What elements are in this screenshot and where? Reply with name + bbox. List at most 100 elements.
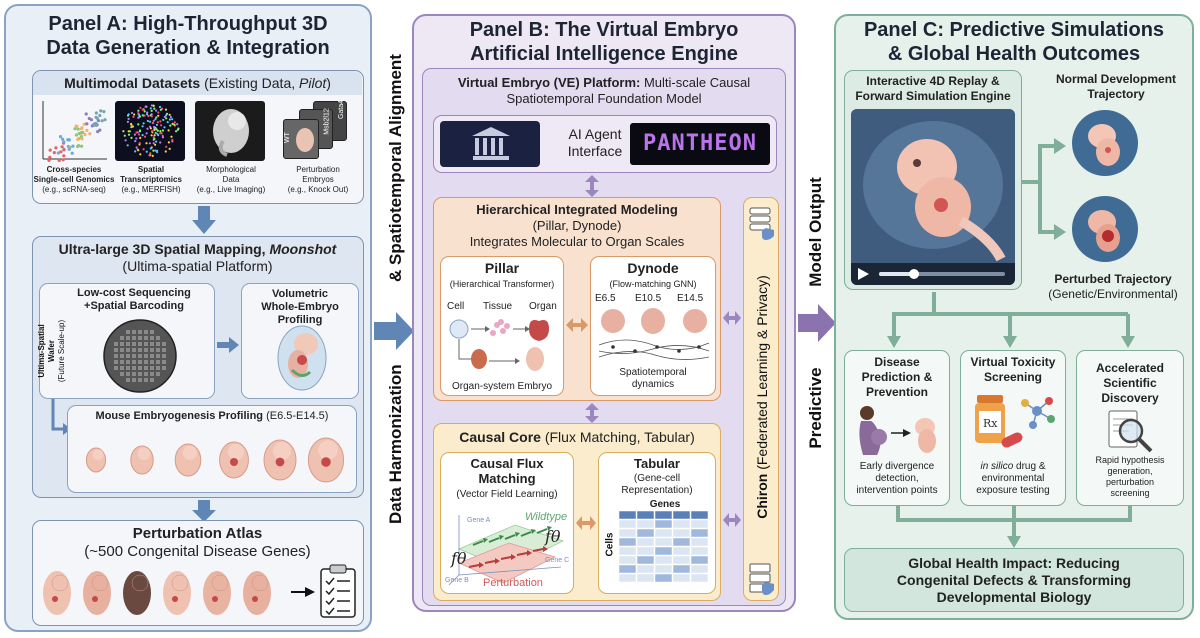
perturbation-embryo-cards: Gata4 Msb2l12 WT <box>277 100 357 163</box>
ai-agent-box: AI Agent Interface PANTHEON <box>433 115 777 173</box>
scatter-dot <box>79 131 83 135</box>
wafer-tile <box>138 366 142 370</box>
wafer-tile <box>156 354 160 358</box>
spatial-dot <box>159 141 162 144</box>
vector-field-plot <box>448 515 565 586</box>
scatter-dot <box>62 140 66 144</box>
table-cell <box>636 573 655 583</box>
spatial-dot <box>142 122 145 125</box>
dynode-dynamics-icon <box>598 308 710 360</box>
wafer-tile <box>126 372 130 376</box>
spatial-dot <box>146 113 149 116</box>
spatial-dot <box>126 120 129 123</box>
scatter-dot <box>76 144 80 149</box>
table-cell <box>654 528 673 538</box>
spatial-dot <box>146 111 149 114</box>
perturbed-embryo-head <box>211 574 229 592</box>
replay-engine-title: Interactive 4D Replay & Forward Simulati… <box>855 74 1011 103</box>
perturbed-embryo-head <box>171 574 189 592</box>
horizontal-double-arrow-icon <box>566 318 588 332</box>
wafer-tile <box>150 366 154 370</box>
wafer-tile <box>132 336 136 340</box>
spatial-dot <box>131 125 134 128</box>
wildtype-vector-head <box>499 535 504 540</box>
table-cell <box>672 555 691 565</box>
spatial-dot <box>155 140 158 143</box>
wafer-tile <box>114 360 118 364</box>
panel-c: Panel C: Predictive Simulations & Global… <box>834 14 1194 620</box>
connector-bc-top-label: Model Output <box>806 177 825 287</box>
spatial-dot <box>170 135 173 138</box>
wildtype-vector <box>488 537 500 543</box>
cells-label: Cells <box>604 532 616 557</box>
spatial-dot <box>173 121 176 124</box>
spatial-dot <box>152 142 155 145</box>
scatter-dot <box>80 144 84 148</box>
play-icon[interactable] <box>857 268 869 280</box>
dataset-label-perturbation: Perturbation Embryos (e.g., Knock Out) <box>287 165 349 194</box>
wafer-tile <box>120 354 124 358</box>
spatial-mapping-box: Ultra-large 3D Spatial Mapping, Moonshot… <box>32 236 364 498</box>
spatial-dot <box>148 154 151 157</box>
wafer-tile <box>150 372 154 376</box>
scatter-dot <box>58 135 63 139</box>
wafer-tile <box>120 336 124 340</box>
tabular-box: Tabular (Gene-cell Representation) Genes… <box>598 452 716 594</box>
spatial-dot <box>167 129 170 132</box>
table-cell <box>654 546 673 556</box>
progress-knob[interactable] <box>909 269 919 279</box>
spatial-dot <box>130 136 133 139</box>
table-cell <box>672 546 691 556</box>
table-cell <box>690 573 709 583</box>
pillar-cell-label: Cell <box>447 301 465 312</box>
spatial-dot <box>159 120 162 123</box>
perturbed-trajectory-label: Perturbed Trajectory (Genetic/Environmen… <box>1048 272 1178 301</box>
pillar-box: Pillar (Hierarchical Transformer) Cell T… <box>440 256 564 396</box>
spatial-dot <box>173 123 176 126</box>
f-theta-label: fθ <box>451 549 467 568</box>
scatter-dot <box>96 130 100 134</box>
wafer-tile <box>162 366 166 370</box>
wafer-tile <box>114 348 118 352</box>
spatial-dot <box>122 130 125 133</box>
wafer-tile <box>126 336 130 340</box>
clipboard-checklist-icon <box>320 564 356 618</box>
scatter-dot <box>99 109 103 113</box>
scatter-dot <box>62 148 66 152</box>
double-arrow-icon <box>585 403 599 423</box>
table-cell <box>654 555 673 565</box>
toxicity-screening-desc: in silico drug & environmental exposure … <box>976 461 1050 496</box>
mouse-embryogenesis-box: Mouse Embryogenesis Profiling (E6.5-E14.… <box>67 405 357 493</box>
wafer-tile <box>126 366 130 370</box>
perturbation-vector <box>468 564 480 568</box>
normal-embryo-image <box>1072 110 1138 176</box>
table-cell <box>618 510 637 520</box>
spatial-dot <box>153 134 156 137</box>
disease-prediction-desc: Early divergence detection, intervention… <box>856 461 938 496</box>
spatial-dot <box>133 113 136 116</box>
wafer-tile <box>156 342 160 346</box>
table-cell <box>618 546 637 556</box>
spatial-dot <box>162 118 165 121</box>
gene-c-label: Gene C <box>545 557 570 564</box>
mouse-embryo-series <box>85 437 345 483</box>
spatial-dot <box>149 147 152 150</box>
scientific-discovery-card: Accelerated Scientific Discovery Rapid h… <box>1076 350 1184 506</box>
spatial-dot <box>169 115 172 119</box>
spatial-dot <box>171 138 174 141</box>
wafer-label: Ultima-Spatial Wafer (Future Scale-up) <box>37 319 66 383</box>
progress-track[interactable] <box>879 269 1005 279</box>
scatter-dot <box>60 145 64 149</box>
scatter-dot <box>57 158 61 162</box>
scatter-dot <box>47 158 51 162</box>
institution-icon <box>472 127 510 160</box>
wafer-tile <box>144 378 148 382</box>
perturbed-embryo-series <box>43 571 271 615</box>
perturbation-vector-head <box>543 546 548 552</box>
wafer-icon <box>103 319 177 393</box>
scatter-dot <box>48 155 52 159</box>
perturbed-embryo-spot <box>252 596 258 602</box>
scatter-dot <box>103 118 107 122</box>
spatial-dot <box>165 114 168 117</box>
table-cell <box>636 528 655 538</box>
